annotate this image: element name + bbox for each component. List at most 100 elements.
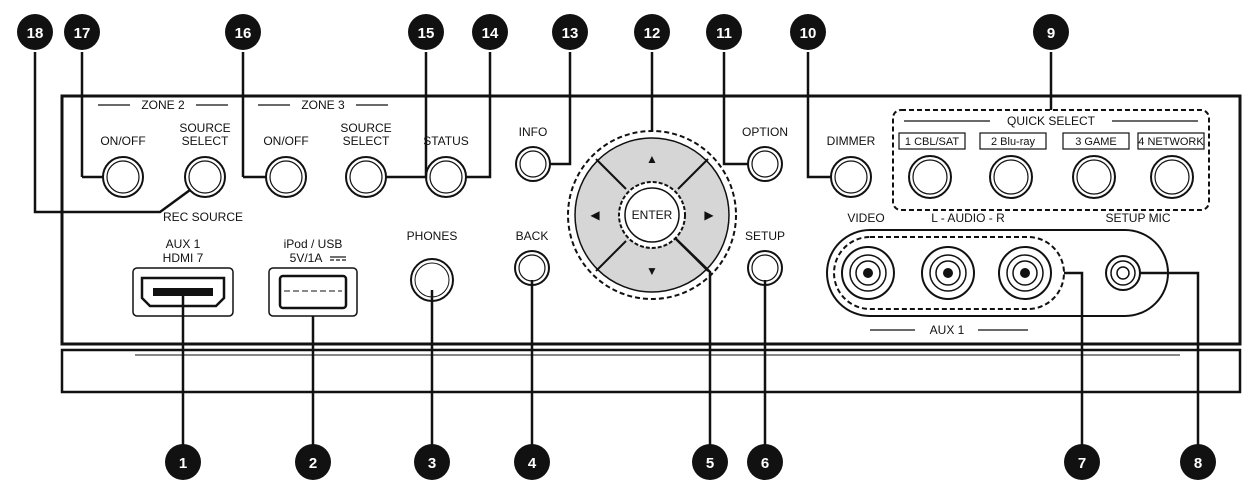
- callouts-bottom: 1 2 3 4 5 6 7 8: [165, 444, 1216, 480]
- rec-source-label: REC SOURCE: [163, 210, 243, 224]
- callout-13-number: 13: [562, 25, 579, 42]
- usb-label-1: iPod / USB: [284, 237, 343, 251]
- leader-14: [466, 52, 492, 179]
- callout-2: 2: [295, 444, 331, 480]
- video-jack[interactable]: [841, 246, 895, 300]
- info-button[interactable]: [515, 146, 551, 182]
- aux1-jacks-group: VIDEO L - AUDIO - R SETUP MIC: [826, 211, 1171, 337]
- zone2-source-label-1: SOURCE: [179, 121, 230, 135]
- callout-16: 16: [225, 14, 261, 50]
- zone3-onoff-label: ON/OFF: [263, 134, 308, 148]
- callout-8-number: 8: [1194, 455, 1202, 472]
- callout-18-number: 18: [27, 25, 44, 42]
- callout-15: 15: [408, 14, 444, 50]
- callout-10: 10: [790, 14, 826, 50]
- quick-select-1-label: 1 CBL/SAT: [905, 136, 959, 148]
- callout-11: 11: [706, 14, 742, 50]
- dimmer-label: DIMMER: [827, 134, 876, 148]
- quick-select-3-labelbox: [1062, 132, 1130, 150]
- callout-16-number: 16: [235, 25, 252, 42]
- phones-jack[interactable]: [410, 258, 454, 302]
- callout-13: 13: [552, 14, 588, 50]
- option-button[interactable]: [747, 146, 783, 182]
- callout-8: 8: [1180, 444, 1216, 480]
- dimmer-button[interactable]: [830, 156, 872, 198]
- zone2-group: ZONE 2 ON/OFF SOURCE SELECT REC SOURCE: [98, 98, 243, 224]
- quick-select-4-button[interactable]: [1150, 155, 1194, 199]
- enter-button[interactable]: [624, 187, 680, 243]
- aux1-hdmi-label-1: AUX 1: [166, 237, 201, 251]
- leader-18: [33, 52, 191, 214]
- quick-select-3-label: 3 GAME: [1075, 136, 1117, 148]
- panel-bottom-strip: [60, 348, 1242, 394]
- callouts-top: 18 17 16 15 14 13 12 11 10 9: [17, 14, 1069, 50]
- leader-11: [722, 52, 748, 166]
- callout-3: 3: [414, 444, 450, 480]
- phones-label: PHONES: [407, 229, 458, 243]
- quick-select-3-button[interactable]: [1072, 155, 1116, 199]
- status-button[interactable]: [425, 156, 467, 198]
- quick-select-4-label: 4 NETWORK: [1138, 136, 1204, 148]
- cursor-up-button[interactable]: ▲: [646, 152, 658, 166]
- enter-label: ENTER: [632, 208, 673, 222]
- aux1-hdmi-label-2: HDMI 7: [163, 251, 204, 265]
- callout-5-number: 5: [706, 455, 714, 472]
- cursor-right-button[interactable]: ▶: [704, 208, 714, 222]
- quick-select-2-button[interactable]: [989, 155, 1033, 199]
- leader-10: [806, 52, 831, 179]
- callout-9-number: 9: [1047, 25, 1055, 42]
- zone2-source-select-button[interactable]: [184, 156, 226, 198]
- zone3-title: ZONE 3: [301, 98, 345, 112]
- back-label: BACK: [516, 229, 549, 243]
- callout-6-number: 6: [761, 455, 769, 472]
- usb-port[interactable]: [268, 267, 358, 317]
- audio-label: L - AUDIO - R: [931, 211, 1005, 225]
- cursor-left-button[interactable]: ◀: [590, 208, 600, 222]
- audio-left-jack[interactable]: [921, 246, 975, 300]
- zone2-onoff-button[interactable]: [102, 156, 144, 198]
- info-label: INFO: [519, 125, 548, 139]
- callout-15-number: 15: [418, 25, 435, 42]
- callout-14-number: 14: [482, 25, 499, 42]
- leader-lines: [33, 52, 1200, 452]
- hdmi-port[interactable]: [132, 267, 234, 317]
- leader-5: [674, 237, 712, 452]
- aux1-group-label: AUX 1: [930, 323, 965, 337]
- callout-4: 4: [514, 444, 550, 480]
- zone3-onoff-button[interactable]: [265, 156, 307, 198]
- aux1-outer-frame: [826, 229, 1169, 317]
- leader-8: [1140, 271, 1200, 452]
- callout-1: 1: [165, 444, 201, 480]
- quick-select-1-labelbox: [898, 132, 966, 150]
- callout-14: 14: [472, 14, 508, 50]
- zone3-source-label-1: SOURCE: [340, 121, 391, 135]
- audio-right-jack[interactable]: [998, 246, 1052, 300]
- usb-label-2: 5V/1A: [290, 251, 323, 265]
- quick-select-1-button[interactable]: [908, 155, 952, 199]
- quick-select-dashed-frame: [892, 109, 1210, 211]
- leader-7: [1064, 271, 1084, 452]
- setup-mic-jack[interactable]: [1105, 255, 1141, 291]
- cursor-down-button[interactable]: ▼: [646, 264, 658, 278]
- setup-mic-label: SETUP MIC: [1105, 211, 1170, 225]
- setup-button[interactable]: [747, 250, 783, 286]
- callout-12: 12: [634, 14, 670, 50]
- zone2-onoff-label: ON/OFF: [100, 134, 145, 148]
- callout-18: 18: [17, 14, 53, 50]
- callout-11-number: 11: [716, 25, 732, 42]
- callout-7: 7: [1064, 444, 1100, 480]
- option-label: OPTION: [742, 125, 788, 139]
- callout-6: 6: [747, 444, 783, 480]
- back-button[interactable]: [514, 250, 550, 286]
- zone3-source-label-2: SELECT: [343, 134, 390, 148]
- callout-17-number: 17: [74, 25, 91, 42]
- zone3-group: ZONE 3 ON/OFF SOURCE SELECT: [258, 98, 392, 198]
- status-label: STATUS: [423, 134, 469, 148]
- quick-select-4-labelbox: [1137, 132, 1205, 150]
- callout-7-number: 7: [1078, 455, 1086, 472]
- quick-select-group: QUICK SELECT 1 CBL/SAT 2 Blu-ray 3 GAME …: [892, 109, 1210, 211]
- leader-13: [550, 52, 572, 166]
- zone3-source-select-button[interactable]: [345, 156, 387, 198]
- callout-12-number: 12: [644, 25, 661, 42]
